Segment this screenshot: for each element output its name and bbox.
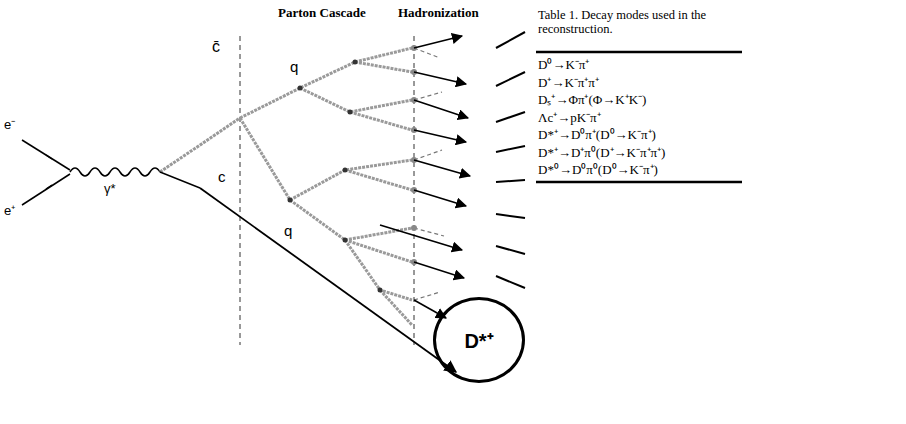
table-cell: D⁰→K⁻π⁺ (538, 58, 589, 73)
charm-line (200, 188, 456, 372)
table-rule (536, 181, 742, 184)
table-cell: Λc⁺→pK⁻π⁺ (538, 111, 601, 126)
particle-label: c̄ (212, 38, 220, 56)
parton-cascade (240, 48, 412, 325)
table-rule (536, 51, 742, 54)
section-heading: Parton Cascade (278, 6, 366, 21)
particle-label: γ* (104, 182, 116, 197)
hadron-jets (496, 32, 525, 288)
particle-label: c (218, 168, 226, 185)
particle-label: q (282, 222, 294, 239)
photon-line (70, 168, 160, 176)
hadron-circle: D*⁺ (433, 297, 525, 383)
anticharm-line (160, 118, 240, 172)
positron-line (22, 174, 70, 205)
particle-label: e⁺ (4, 204, 15, 219)
table-cell: D*⁰→D⁰π⁰(D⁰→K⁻π⁺) (538, 163, 658, 178)
separator-line (240, 36, 241, 345)
section-heading: Hadronization (398, 6, 479, 21)
hadron-name: D*⁺ (464, 327, 493, 354)
hadron-arrows (380, 36, 470, 318)
table-cell: D⁺→K⁻π⁺π⁺ (538, 76, 599, 91)
particle-label: q (288, 58, 300, 75)
table-cell: D*⁺→D⁺π⁰(D⁺→K⁻π⁺π⁺) (538, 146, 665, 161)
table-cell: Dₛ⁺→Φπ⁺(Φ→K⁺K⁻) (538, 93, 646, 108)
particle-label: e⁻ (4, 118, 15, 133)
table-caption: Table 1. Decay modes used in the reconst… (538, 8, 743, 37)
table-cell: D*⁺→D⁰π⁺(D⁰→K⁻π⁺) (538, 128, 656, 143)
